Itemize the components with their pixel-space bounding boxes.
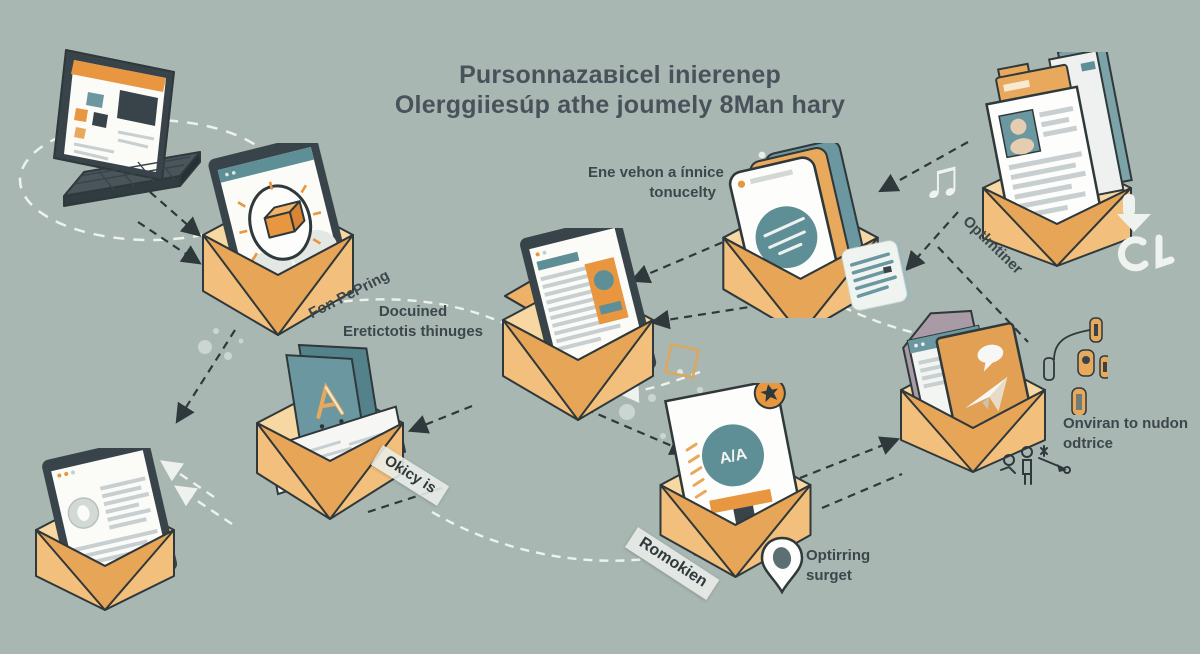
letter-a-logo-icon [316, 382, 345, 419]
cl-glyph-icon [1117, 234, 1175, 272]
envelope-resume [982, 52, 1133, 267]
label-docuined: Docuined Eretictotis thinuges [338, 302, 488, 341]
illustration-title: Pursonnazaвicel inierenep Olerggiiesúp a… [340, 60, 900, 120]
label-optiring: Optirring surget [806, 546, 870, 585]
title-line-2: Olerggiiesúp athe joumely 8Man hary [394, 91, 846, 119]
speech-note-card [841, 240, 912, 311]
orange-diamond-outline [663, 342, 701, 380]
title-line-1: Pursonnazaвicel inierenep [459, 61, 781, 89]
white-dashed-curves [160, 295, 959, 562]
figures-arrow-doodle [1000, 445, 1071, 485]
laptop-illustration [53, 49, 201, 207]
download-arrow-icon [1117, 194, 1151, 232]
label-ene-line1: Ene vehon a ínnice [588, 164, 724, 181]
envelope-book-plane [900, 309, 1046, 473]
orange-capsule-doodles [1043, 317, 1108, 415]
keyboard-keys [73, 156, 191, 191]
location-pin-icon [760, 536, 804, 595]
envelope-browser-giftbox [202, 143, 354, 336]
dark-dashed-arrows [137, 141, 1116, 514]
download-and-cl-glyphs [1117, 194, 1175, 272]
label-docuined-line1: Docuined [378, 303, 448, 320]
label-ene-vehon: Ene vehon a ínnice tonucelty [588, 163, 724, 202]
label-ene-line2: tonucelty [649, 183, 716, 201]
speech-bubble-icon [977, 344, 1004, 364]
circle-badge-icon [755, 206, 818, 269]
certificate-monogram: A/A [718, 446, 749, 468]
label-optiring-line1: Optirring [806, 547, 871, 564]
envelope-news-browser [35, 448, 178, 611]
label-onviran: Onviran to nudon odtrice [1063, 414, 1193, 453]
music-note-icon: ♫ [922, 149, 963, 209]
label-onviran-line1: Onviran to nudon [1063, 415, 1188, 432]
gift-box-icon [263, 200, 306, 239]
screen-envelope-icon [117, 90, 158, 126]
label-onviran-line2: odtrice [1063, 434, 1114, 452]
label-docuined-line2: Eretictotis thinuges [342, 322, 484, 340]
label-optiring-line2: surget [806, 566, 852, 584]
envelope-card-circle [722, 143, 879, 318]
envelope-center-document [502, 228, 657, 421]
envelope-greeting-card [256, 343, 407, 520]
sparkle-rays [237, 181, 322, 262]
envelope-certificate: A/A [659, 383, 812, 578]
